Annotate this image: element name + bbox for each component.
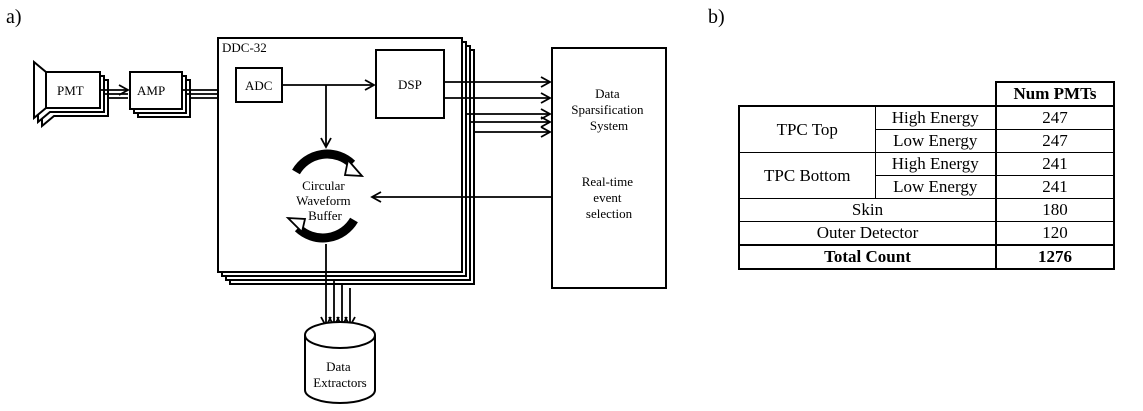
table-total-row: Total Count 1276 xyxy=(738,244,1115,270)
tpc-top-label: TPC Top xyxy=(738,105,876,153)
tpc-bottom-label: TPC Bottom xyxy=(738,152,876,199)
dsp-label: DSP xyxy=(398,77,422,92)
tpc-top-low-count: 247 xyxy=(995,129,1115,153)
ddc-title: DDC-32 xyxy=(222,40,267,55)
skin-count: 180 xyxy=(995,198,1115,222)
total-count-value: 1276 xyxy=(995,244,1115,270)
dsp-box xyxy=(375,49,445,119)
total-count-label: Total Count xyxy=(738,244,997,270)
tpc-bottom-high-count: 241 xyxy=(995,152,1115,176)
header-num-pmts: Num PMTs xyxy=(995,81,1115,107)
data-extractors-cylinder xyxy=(304,321,376,404)
tpc-top-high-label: High Energy xyxy=(874,105,997,130)
tpc-bottom-low-label: Low Energy xyxy=(874,175,997,199)
adc-box xyxy=(235,67,283,103)
amp-box-front xyxy=(129,71,183,110)
data-sparsification-system-box xyxy=(551,47,667,289)
buffer-arc-top xyxy=(292,149,356,175)
pmt-count-table: Num PMTs TPC Top High Energy 247 Low Ene… xyxy=(738,81,1115,270)
table-row: TPC Bottom High Energy 241 xyxy=(738,152,1115,199)
buffer-arc-bottom xyxy=(294,217,358,243)
amp-label: AMP xyxy=(137,83,165,98)
panel-label-a: a) xyxy=(6,6,22,28)
buffer-label: Circular Waveform Buffer xyxy=(296,178,354,223)
tpc-top-low-label: Low Energy xyxy=(874,129,997,153)
table-row: TPC Top High Energy 247 xyxy=(738,105,1115,153)
dss-label: Data Sparsification System xyxy=(571,86,646,133)
table-row: Outer Detector 120 xyxy=(738,221,1115,246)
panel-label-b: b) xyxy=(708,6,725,28)
tpc-top-high-count: 247 xyxy=(995,105,1115,130)
adc-label: ADC xyxy=(245,78,272,93)
realtime-selection-label: Real-time event selection xyxy=(582,174,637,221)
circular-buffer-icon xyxy=(285,149,365,243)
dsp-to-dss-arrows xyxy=(444,76,552,138)
extractors-label: Data Extractors xyxy=(313,359,366,390)
amp-stack xyxy=(129,71,191,118)
tpc-bottom-high-label: High Energy xyxy=(874,152,997,176)
outer-detector-label: Outer Detector xyxy=(738,221,997,246)
pmt-label: PMT xyxy=(57,83,84,98)
pmt-amp-connectors xyxy=(100,84,130,99)
table-row: Skin 180 xyxy=(738,198,1115,222)
pmt-stack xyxy=(33,59,109,129)
tpc-bottom-low-count: 241 xyxy=(995,175,1115,199)
outer-detector-count: 120 xyxy=(995,221,1115,246)
table-header-row: Num PMTs xyxy=(739,81,1115,107)
skin-label: Skin xyxy=(738,198,997,222)
buffer-to-extractors-arrows xyxy=(320,244,356,328)
